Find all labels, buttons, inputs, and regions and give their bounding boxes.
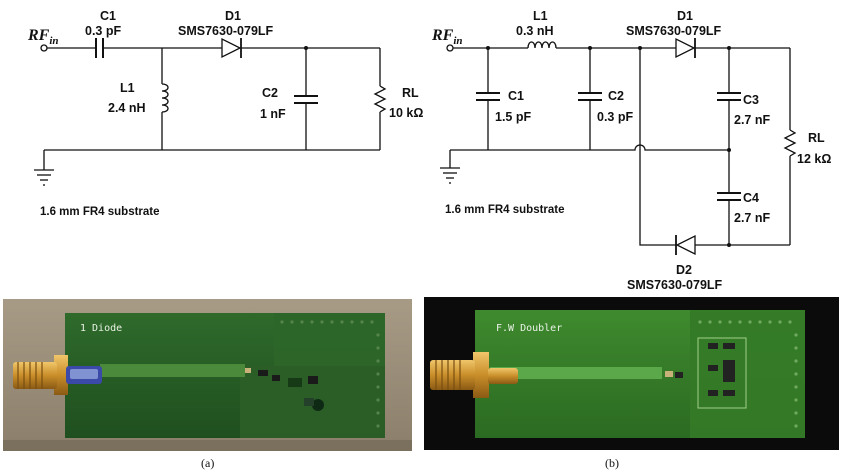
rf-in-label-b: RF [431, 27, 454, 44]
l1-value-b: 0.3 nH [516, 24, 554, 38]
l1-name-a: L1 [120, 81, 135, 95]
substrate-label-a: 1.6 mm FR4 substrate [40, 206, 160, 218]
inductor-l1-b [527, 41, 557, 49]
c2-name-b: C2 [608, 89, 624, 103]
c1-value-b: 1.5 pF [495, 110, 531, 124]
d1-part-b: SMS7630-079LF [626, 24, 722, 38]
capacitor-c2-a [294, 95, 318, 104]
c2-value-b: 0.3 pF [597, 110, 633, 124]
diode-d1-a [221, 37, 242, 59]
c1-name-a: C1 [100, 9, 116, 23]
c1-name-b: C1 [508, 89, 524, 103]
pcb-photo-a: 1 Diode (a) [3, 299, 412, 470]
capacitor-c3-b [717, 92, 741, 101]
d1-name-a: D1 [225, 9, 241, 23]
resistor-rl-a [373, 85, 387, 113]
svg-text:RFin: RFin [27, 27, 59, 47]
c2-name-a: C2 [262, 86, 278, 100]
rl-value-a: 10 kΩ [389, 106, 423, 120]
svg-text:RFin: RFin [431, 27, 463, 47]
c3-value-b: 2.7 nF [734, 113, 770, 127]
diode-d1-b [675, 37, 696, 59]
capacitor-c1-b [476, 92, 500, 101]
ground-symbol-b [440, 167, 460, 184]
rl-value-b: 12 kΩ [797, 152, 831, 166]
diode-d2-b [675, 234, 696, 256]
d2-part-b: SMS7630-079LF [627, 278, 723, 292]
c4-name-b: C4 [743, 191, 759, 205]
rl-name-b: RL [808, 131, 825, 145]
ground-symbol-a [34, 169, 54, 186]
c2-value-a: 1 nF [260, 107, 286, 121]
c3-name-b: C3 [743, 93, 759, 107]
inductor-l1-a [161, 83, 169, 113]
c4-value-b: 2.7 nF [734, 211, 770, 225]
capacitor-c2-b [578, 92, 602, 101]
rf-in-label-a: RF [27, 27, 50, 44]
substrate-label-b: 1.6 mm FR4 substrate [445, 204, 565, 216]
d2-name-b: D2 [676, 263, 692, 277]
c1-value-a: 0.3 pF [85, 24, 121, 38]
silkscreen-label-a: 1 Diode [80, 323, 122, 334]
l1-name-b: L1 [533, 9, 548, 23]
schematic-b: RFin L1 0.3 nH C1 1.5 pF C2 0.3 pF [431, 9, 831, 292]
l1-value-a: 2.4 nH [108, 101, 146, 115]
d1-part-a: SMS7630-079LF [178, 24, 274, 38]
resistor-rl-b [783, 129, 797, 157]
capacitor-c4-b [717, 192, 741, 201]
d1-name-b: D1 [677, 9, 693, 23]
silkscreen-label-b: F.W Doubler [496, 323, 562, 334]
capacitor-c1-a [95, 38, 104, 58]
pcb-photo-b: F.W Doubler (b) [424, 297, 839, 470]
caption-b: (b) [605, 456, 619, 470]
schematic-a: RFin C1 0.3 pF D1 SMS7630-079LF L1 2.4 n… [27, 9, 423, 218]
rl-name-a: RL [402, 86, 419, 100]
caption-a: (a) [201, 456, 214, 470]
